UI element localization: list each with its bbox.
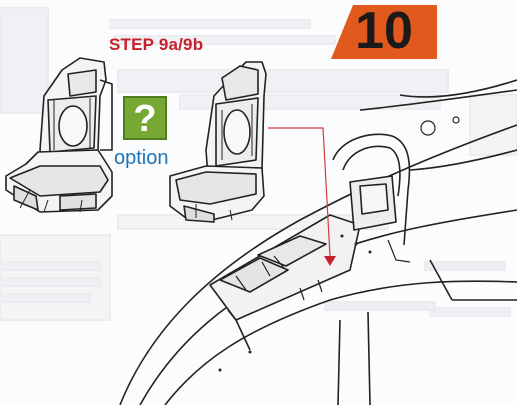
step-number-badge: 10 <box>331 2 437 60</box>
option-question-icon: ? <box>123 96 167 140</box>
step-title: STEP 9a/9b <box>109 35 204 54</box>
step-number: 10 <box>355 2 413 60</box>
option-question-mark: ? <box>133 98 157 140</box>
step-badge-shape <box>331 5 437 59</box>
option-label: option <box>114 147 169 169</box>
